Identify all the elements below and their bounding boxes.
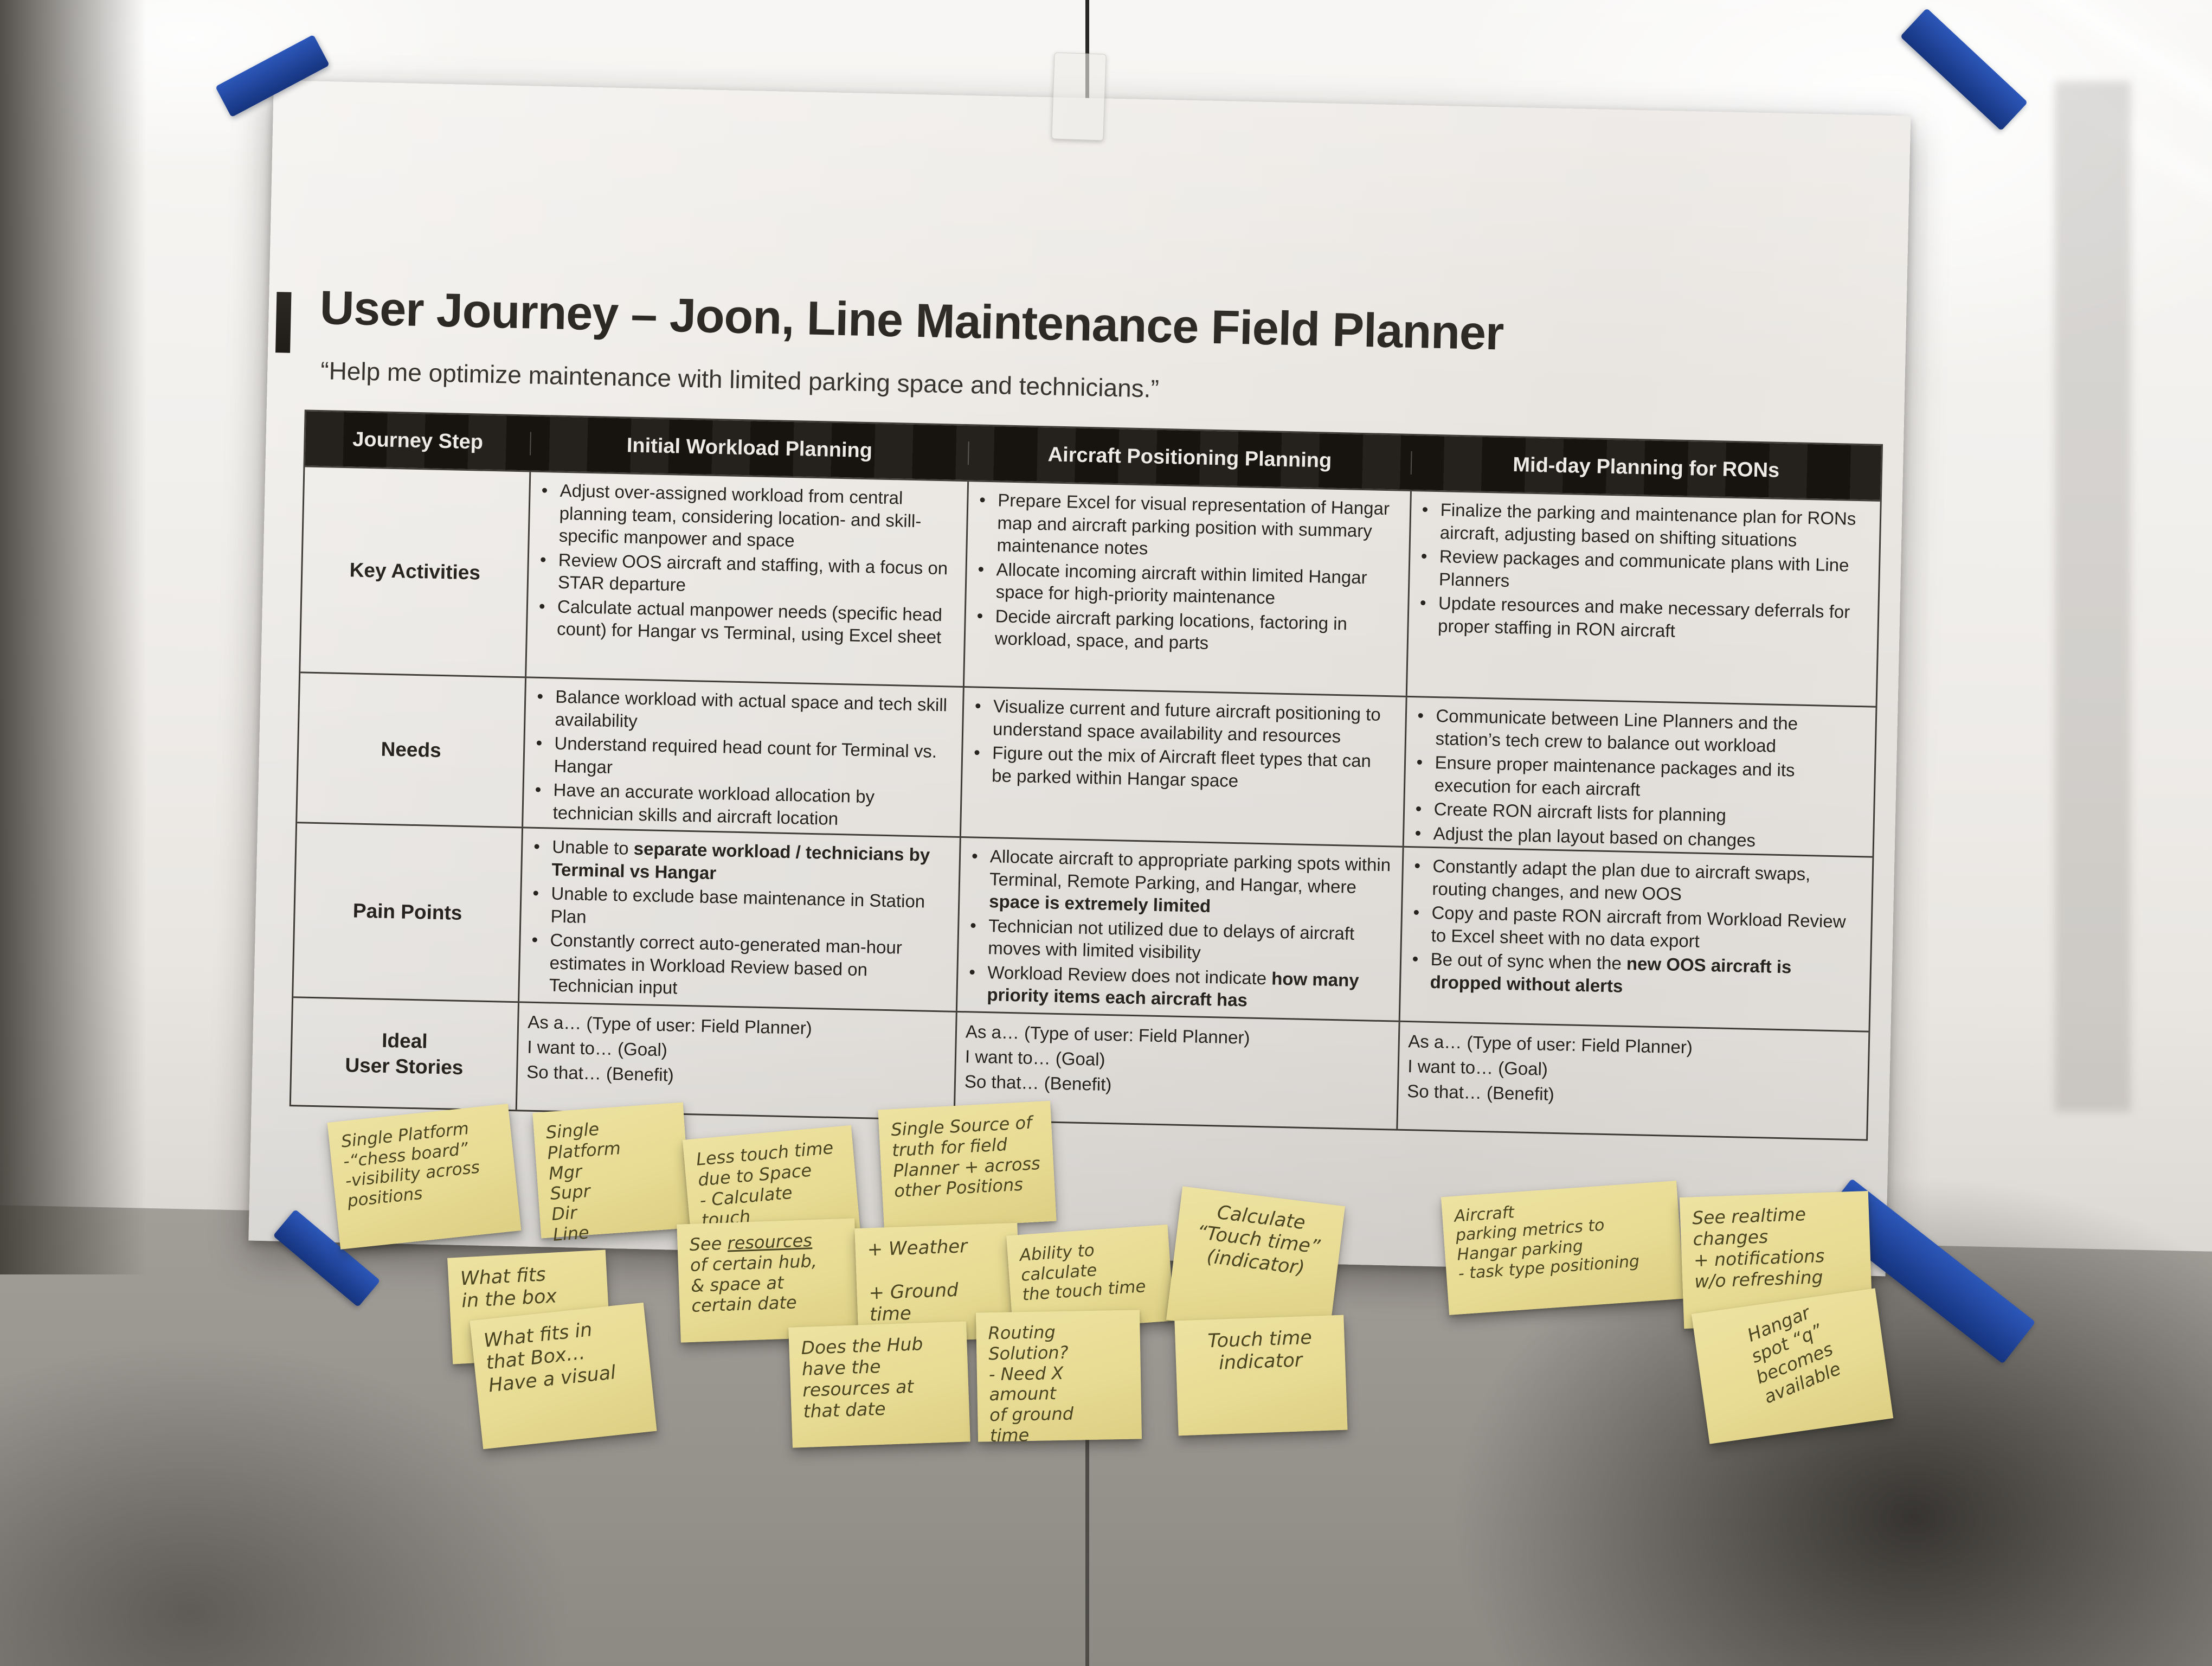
bullet-item: Ensure proper maintenance packages and i… (1408, 751, 1863, 805)
table-cell: Finalize the parking and maintenance pla… (1405, 491, 1880, 706)
table-cell: As a… (Type of user: Field Planner)I wan… (515, 1003, 956, 1119)
bullet-item: Figure out the mix of Aircraft fleet typ… (966, 741, 1393, 795)
table-cell: Adjust over-assigned workload from centr… (525, 472, 968, 686)
table-cell: Allocate aircraft to appropriate parking… (955, 837, 1403, 1021)
bullet-item: Adjust over-assigned workload from centr… (532, 479, 956, 556)
bullet-item: Technician not utilized due to delays of… (962, 914, 1390, 968)
table-row: Key Activities Adjust over-assigned workl… (300, 465, 1880, 706)
sticky-note-text: Calculate“Touch time”(indicator) (1195, 1201, 1322, 1279)
row-label: Pain Points (352, 899, 462, 925)
column-header: Aircraft Positioning Planning (967, 441, 1411, 475)
table-cell: Communicate between Line Planners and th… (1402, 697, 1876, 856)
user-journey-poster: User Journey – Joon, Line Maintenance Fi… (248, 80, 1911, 1277)
bullet-item: Allocate aircraft to appropriate parking… (963, 844, 1391, 921)
column-header: Mid-day Planning for RONs (1410, 451, 1881, 485)
bullet-item: Communicate between Line Planners and th… (1409, 704, 1864, 759)
row-label: Needs (381, 738, 442, 761)
table-row: Pain Points Unable to separate workload /… (293, 822, 1873, 1031)
title-accent-bar (275, 292, 292, 353)
bullet-item: Have an accurate workload allocation by … (526, 778, 949, 832)
bullet-item: Decide aircraft parking locations, facto… (968, 604, 1396, 658)
table-cell: Visualize current and future aircraft po… (959, 687, 1406, 846)
wall-edge-shadow (0, 0, 146, 1274)
bullet-item: Copy and paste RON aircraft from Workloa… (1405, 901, 1860, 956)
bullet-item: Understand required head count for Termi… (528, 732, 950, 786)
poster-title: User Journey – Joon, Line Maintenance Fi… (319, 280, 1504, 360)
bullet-item: Update resources and make necessary defe… (1412, 591, 1867, 646)
column-header: Initial Workload Planning (530, 431, 968, 465)
bullet-item: Visualize current and future aircraft po… (967, 694, 1394, 748)
bullet-item: Be out of sync when the new OOS aircraft… (1404, 947, 1859, 1002)
bullet-item: Workload Review does not indicate how ma… (961, 960, 1388, 1015)
bullet-item: Allocate incoming aircraft within limite… (969, 558, 1397, 612)
poster-subtitle: “Help me optimize maintenance with limit… (320, 356, 1160, 403)
bullet-item: Finalize the parking and maintenance pla… (1413, 498, 1869, 553)
bullet-item: Constantly adapt the plan due to aircraf… (1406, 854, 1861, 909)
table-cell: Constantly adapt the plan due to aircraf… (1398, 847, 1873, 1031)
table-cell: Prepare Excel for visual representation … (962, 482, 1410, 696)
bullet-item: Calculate actual manpower needs (specifi… (531, 594, 954, 649)
row-label: Key Activities (349, 559, 481, 584)
bullet-item: Unable to exclude base maintenance in St… (524, 882, 947, 936)
table-cell: As a… (Type of user: Field Planner)I wan… (1396, 1022, 1869, 1139)
glass-reflection-stripe (2055, 81, 2131, 1112)
table-cell: Unable to separate workload / technician… (518, 828, 960, 1011)
sticky-note-text: Single Platform-“chess board”-visibility… (340, 1119, 481, 1211)
bullet-item: Unable to separate workload / technician… (525, 835, 948, 889)
bullet-item: Review packages and communicate plans wi… (1413, 544, 1868, 599)
bullet-item: Review OOS aircraft and staffing, with a… (532, 548, 955, 602)
bullet-item: Prepare Excel for visual representation … (970, 488, 1399, 565)
table-body: Key Activities Adjust over-assigned workl… (291, 465, 1880, 1139)
clear-tape-top-center (1051, 52, 1107, 141)
bullet-item: Balance workload with actual space and t… (529, 685, 951, 739)
sticky-note: Single Platform-“chess board”-visibility… (327, 1104, 522, 1250)
table-cell: Balance workload with actual space and t… (522, 678, 963, 836)
column-header: Journey Step (352, 427, 484, 454)
bullet-item: Constantly correct auto-generated man-ho… (523, 928, 946, 1005)
